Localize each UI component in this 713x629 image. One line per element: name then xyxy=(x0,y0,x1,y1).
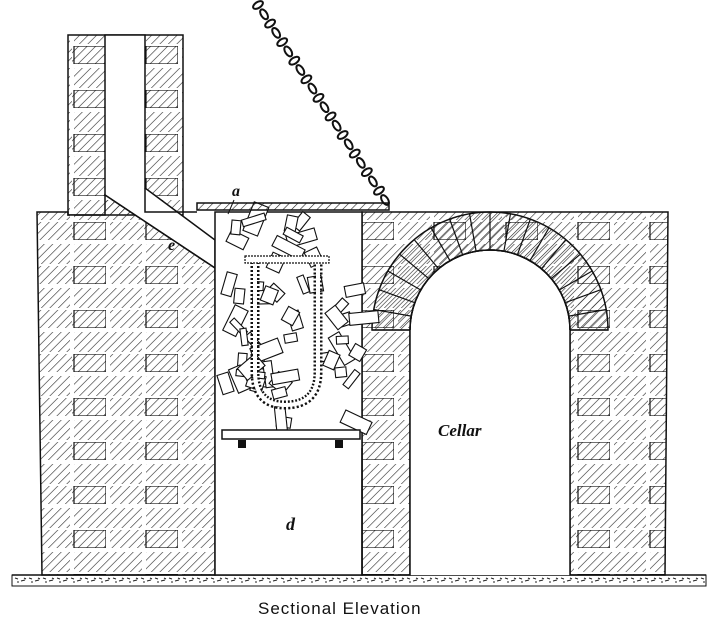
caption: Sectional Elevation xyxy=(258,599,422,618)
arch-joint xyxy=(503,213,512,252)
wood-log xyxy=(240,212,267,228)
chain-link xyxy=(355,156,366,169)
arch-joint xyxy=(378,289,416,304)
arch-joint xyxy=(558,270,593,291)
ground-strip xyxy=(11,574,707,587)
chain-link xyxy=(319,101,330,114)
chain-link xyxy=(307,82,318,95)
wood-log xyxy=(220,271,238,298)
arch-joint xyxy=(516,218,531,256)
chain-link xyxy=(271,26,282,39)
chain-link xyxy=(331,119,342,132)
chain xyxy=(252,0,390,206)
label-d: d xyxy=(286,514,296,534)
wood-log xyxy=(216,371,235,396)
label-e: e xyxy=(168,237,175,254)
arch-joint xyxy=(540,239,567,270)
label-a: a xyxy=(232,183,240,200)
wood-log xyxy=(334,366,348,379)
lid-a xyxy=(196,202,390,211)
kiln-chamber xyxy=(214,201,380,576)
wood-log xyxy=(296,274,311,295)
chain-link xyxy=(348,148,361,159)
wood-log xyxy=(343,282,367,299)
cellar-opening xyxy=(410,330,570,575)
chain-link xyxy=(373,185,385,196)
chain-link xyxy=(312,92,325,103)
wood-log xyxy=(342,368,361,390)
left-wall xyxy=(36,193,216,576)
wood-log xyxy=(283,332,299,344)
grate xyxy=(221,429,361,440)
arch-joint xyxy=(550,253,581,280)
arch-joint xyxy=(430,227,451,262)
wood-log xyxy=(230,219,242,236)
arch-joint xyxy=(468,213,477,252)
chain-link xyxy=(252,0,264,10)
wood-log xyxy=(271,234,306,261)
arch-joint xyxy=(568,308,607,317)
chain-link xyxy=(283,45,294,58)
chain-link xyxy=(300,74,313,85)
wood-log xyxy=(270,368,301,386)
label-cellar: Cellar xyxy=(438,421,482,440)
wood-log xyxy=(273,405,289,433)
wood-log xyxy=(324,304,349,331)
arch-joint xyxy=(387,270,422,291)
arch-joint xyxy=(529,227,550,262)
chain-link xyxy=(259,8,269,21)
arch-joint xyxy=(399,253,430,280)
wood-log xyxy=(348,342,368,363)
wood-log xyxy=(335,335,350,345)
chain-link xyxy=(276,37,289,48)
wood-log xyxy=(270,385,288,400)
arch-joint xyxy=(413,239,440,270)
arch-joint xyxy=(449,218,464,256)
wood-log xyxy=(233,287,246,305)
chain-link xyxy=(295,64,306,76)
chain-link xyxy=(360,167,373,178)
wood-log xyxy=(348,310,380,326)
wood-log xyxy=(321,349,341,371)
arch-joint xyxy=(564,289,602,304)
wood-log xyxy=(327,330,356,367)
wood-log xyxy=(239,327,249,347)
arch-joint xyxy=(373,308,412,317)
wood-log xyxy=(259,285,280,306)
wood-log xyxy=(339,409,373,436)
chain-link xyxy=(288,55,301,66)
chain-link xyxy=(380,194,390,206)
chain-link xyxy=(367,175,378,188)
chain-link xyxy=(336,130,349,140)
chain-link xyxy=(343,138,354,151)
chain-link xyxy=(264,18,276,29)
chain-link xyxy=(324,111,337,122)
wood-log xyxy=(280,305,301,327)
wood-log xyxy=(282,226,304,244)
